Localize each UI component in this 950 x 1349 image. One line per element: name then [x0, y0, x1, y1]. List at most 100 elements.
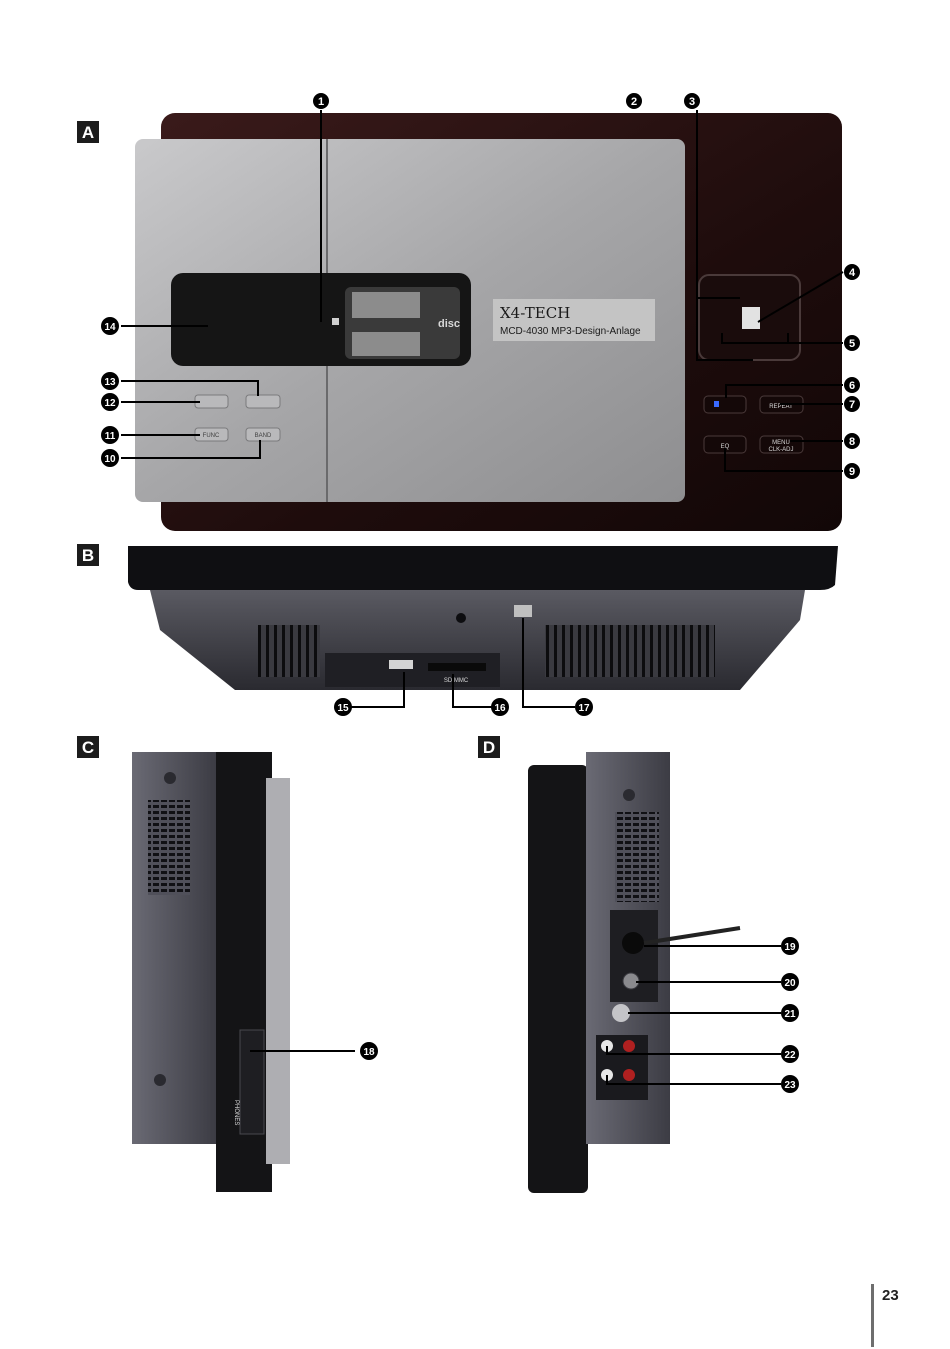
callout-17: [575, 698, 593, 716]
power-socket[interactable]: [622, 932, 644, 954]
callout-19: [781, 937, 799, 955]
callout-18-label: 18: [363, 1047, 375, 1058]
vent-right: [545, 625, 715, 677]
side-front-panel-c: [266, 778, 290, 1164]
callout-1-label: 1: [318, 96, 324, 108]
phones-label: PHONES: [233, 1100, 239, 1125]
callout-6-label: 6: [849, 380, 855, 392]
eq-button-label: EQ: [721, 444, 730, 450]
audio-out-right[interactable]: [623, 1069, 635, 1081]
section-b-label: B: [82, 546, 94, 565]
callout-17-label: 17: [578, 703, 590, 714]
section-c-label-box: [77, 736, 99, 758]
audio-in-right[interactable]: [623, 1040, 635, 1052]
disc-clamp-top: [352, 292, 420, 318]
usb-port[interactable]: [389, 660, 413, 669]
section-d-label-box: [478, 736, 500, 758]
callout-4: [844, 264, 860, 280]
callout-8-label: 8: [849, 436, 855, 448]
power-cable: [643, 926, 741, 945]
ir-sensor: [332, 318, 339, 325]
callout-22-label: 22: [784, 1050, 796, 1061]
menu-button-label: MENU: [772, 440, 790, 446]
stop-button[interactable]: [703, 395, 747, 414]
model-name: MCD-4030 MP3-Design-Anlage: [500, 326, 641, 337]
section-c: C PHONES 18: [77, 736, 378, 1192]
callout-15-label: 15: [337, 703, 349, 714]
callout-2: [626, 93, 642, 109]
callout-21: [781, 1004, 799, 1022]
brand-label-plate: [493, 299, 655, 341]
aux-jack[interactable]: [514, 605, 532, 617]
callout-14: [101, 317, 119, 335]
callout-13: [101, 372, 119, 390]
band-button[interactable]: [245, 427, 281, 442]
page-number: 23: [882, 1287, 899, 1304]
disc-clamp-bottom: [352, 332, 420, 356]
callout-13-label: 13: [104, 377, 116, 388]
side-vent-d: [615, 812, 659, 902]
callout-9: [844, 463, 860, 479]
section-b: B SD/MMC 15 16 17: [77, 544, 838, 716]
top-lid-edge: [128, 546, 838, 590]
side-screw-bottom-c: [154, 1074, 166, 1086]
callout-3-label: 3: [689, 96, 695, 108]
callout-16: [491, 698, 509, 716]
section-d-label: D: [483, 738, 495, 757]
section-a: A disc X4-TECH MCD-4030 MP3-Design-Anlag…: [77, 93, 860, 531]
callout-12-label: 12: [104, 398, 116, 409]
callout-5-label: 5: [849, 338, 855, 350]
repeat-button-label: REPEAT: [769, 404, 793, 410]
callout-23: [781, 1075, 799, 1093]
section-a-label-box: [77, 121, 99, 143]
callout-6: [844, 377, 860, 393]
stop-indicator: [714, 401, 719, 407]
callout-5: [844, 335, 860, 351]
play-pause-button[interactable]: [245, 394, 281, 409]
leader-lines-b: [351, 618, 575, 708]
headphone-panel: [239, 1029, 265, 1135]
section-a-label: A: [82, 123, 94, 142]
band-button-label: BAND: [255, 433, 272, 439]
callout-16-label: 16: [494, 703, 506, 714]
fm-antenna-jack[interactable]: [612, 1004, 630, 1022]
callout-11: [101, 426, 119, 444]
callout-21-label: 21: [784, 1009, 796, 1020]
callout-2-label: 2: [631, 96, 637, 108]
callout-19-label: 19: [784, 942, 796, 953]
callout-10-label: 10: [104, 454, 116, 465]
leader-lines-a: [121, 110, 844, 472]
side-vent-c: [148, 800, 190, 895]
callout-10: [101, 449, 119, 467]
func-button-label: FUNC: [203, 433, 220, 439]
sd-mmc-label: SD/MMC: [444, 678, 469, 684]
callout-11-label: 11: [105, 431, 116, 442]
vent-left: [258, 625, 320, 677]
callout-12: [101, 393, 119, 411]
brand-name: X4-TECH: [500, 304, 570, 322]
callout-1: [313, 93, 329, 109]
callout-8: [844, 433, 860, 449]
callout-7: [844, 396, 860, 412]
callout-22: [781, 1045, 799, 1063]
screw-hole: [456, 613, 466, 623]
callout-15: [334, 698, 352, 716]
section-d: D 19 20 21 22 23: [478, 736, 799, 1193]
callout-4-label: 4: [849, 267, 856, 279]
side-screw-top-d: [623, 789, 635, 801]
callout-3: [684, 93, 700, 109]
callout-7-label: 7: [849, 399, 855, 411]
enter-button[interactable]: [742, 307, 760, 329]
disc-label: disc: [438, 318, 460, 330]
side-screw-top-c: [164, 772, 176, 784]
side-front-frame-d: [528, 765, 588, 1193]
callout-20-label: 20: [784, 978, 796, 989]
clk-adj-label: CLK-ADJ: [768, 447, 793, 453]
callout-18: [360, 1042, 378, 1060]
callout-20: [781, 973, 799, 991]
leader-lines-d: [606, 945, 781, 1085]
sd-card-slot[interactable]: [428, 663, 486, 671]
callout-14-label: 14: [104, 322, 116, 333]
section-c-label: C: [82, 738, 94, 757]
